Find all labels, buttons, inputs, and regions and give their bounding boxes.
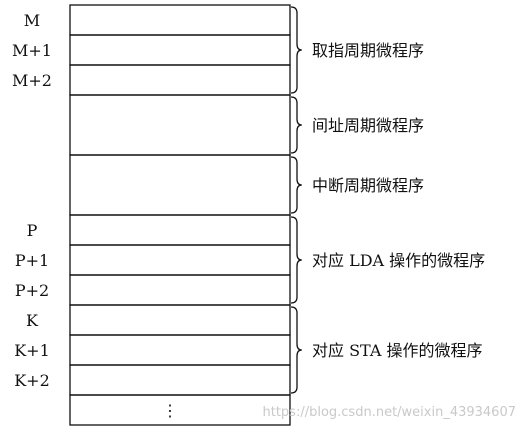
memory-cells [69, 4, 291, 426]
memory-cell-5 [69, 214, 291, 246]
address-label: K+1 [14, 341, 50, 360]
address-label: P [27, 221, 38, 240]
group-label-0: 取指周期微程序 [312, 41, 424, 60]
address-label: P+2 [15, 281, 49, 300]
address-label: K [26, 311, 39, 330]
group-brace-0 [290, 6, 302, 94]
address-label: M+2 [12, 71, 52, 90]
address-label: M [24, 11, 40, 30]
address-label: M+1 [12, 41, 52, 60]
memory-cell-6 [69, 244, 291, 276]
group-brace-1 [290, 96, 302, 154]
memory-cell-4 [69, 154, 291, 216]
memory-cell-3 [69, 94, 291, 156]
memory-cell-9 [69, 334, 291, 366]
memory-cell-11 [69, 394, 291, 426]
group-brace-2 [290, 156, 302, 214]
group-braces [290, 6, 302, 394]
group-label-3: 对应 LDA 操作的微程序 [312, 251, 485, 270]
memory-cell-2 [69, 64, 291, 96]
group-brace-4 [290, 306, 302, 394]
group-brace-3 [290, 216, 302, 304]
address-label: K+2 [14, 371, 50, 390]
memory-cell-7 [69, 274, 291, 306]
memory-cell-1 [69, 34, 291, 66]
group-label-2: 中断周期微程序 [312, 176, 424, 195]
address-label: P+1 [15, 251, 49, 270]
group-label-4: 对应 STA 操作的微程序 [312, 341, 483, 360]
group-label-1: 间址周期微程序 [312, 116, 424, 135]
watermark-text: https://blog.csdn.net/weixin_43934607 [262, 405, 516, 420]
address-labels: M M+1M+2P P+1P+2K K+1K+2 ⋮ [12, 11, 178, 420]
memory-cell-8 [69, 304, 291, 336]
memory-cell-10 [69, 364, 291, 396]
memory-cell-0 [69, 4, 291, 36]
continuation-ellipsis: ⋮ [162, 401, 178, 420]
